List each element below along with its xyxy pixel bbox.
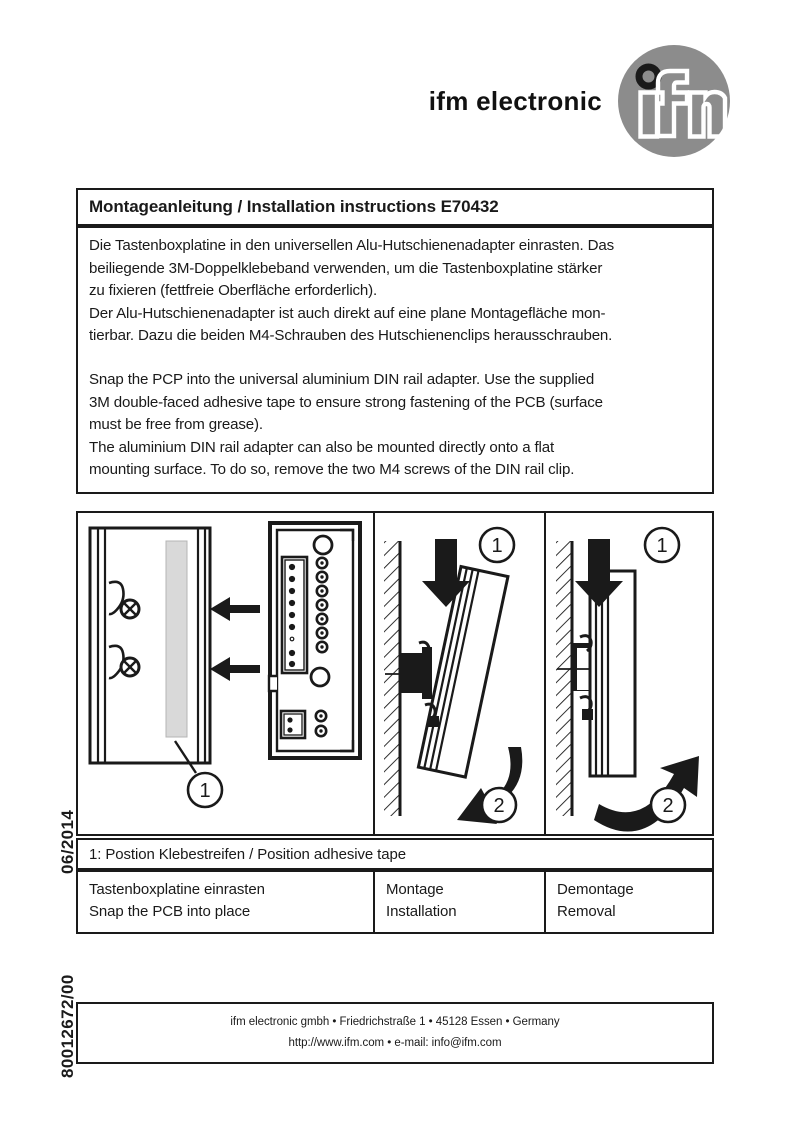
german-line-5: tierbar. Dazu die beiden M4-Schrauben de… [89,327,613,345]
legend-removal-de: Demontage [557,881,634,898]
step-marker-2: 2 [649,786,687,824]
legend-installation-de: Montage [386,881,444,898]
installation-panel: 1 2 [375,513,546,834]
pcb-board [267,521,362,760]
tilted-device [416,564,510,779]
german-line-1: Die Tastenboxplatine in den universellen… [89,237,615,254]
page-title: Montageanleitung / Installation instruct… [89,197,499,216]
english-line-1: Snap the PCP into the universal aluminiu… [89,370,595,388]
callout-note-box: 1: Postion Klebestreifen / Position adhe… [76,838,714,870]
installation-illustration: 1 2 [384,526,523,824]
footer-address: ifm electronic gmbh • Friedrichstraße 1 … [230,1016,560,1028]
legend-snap-en: Snap the PCB into place [89,903,251,920]
removal-illustration: 1 2 [556,526,699,832]
clip-foot [582,709,593,720]
page-header: ifm electronic [0,40,802,170]
english-line-5: mounting surface. To do so, remove the t… [89,461,575,479]
ifm-logo-icon [618,45,730,157]
assembly-arrow-upper [210,597,260,621]
legend-cell-snap: Tastenboxplatine einrasten Snap the PCB … [78,872,375,932]
m4-screw-upper [119,598,141,620]
svg-text:1: 1 [199,780,210,802]
mounting-wall [556,541,574,816]
clip-foot [428,716,439,727]
press-down-arrow [422,539,470,607]
legend-removal-en: Removal [557,903,616,920]
legend-snap-de: Tastenboxplatine einrasten [89,881,265,898]
footer-contact: http://www.ifm.com • e-mail: info@ifm.co… [288,1037,502,1049]
pcb-via-column [315,556,329,654]
step-marker-1: 1 [478,526,516,564]
english-line-2: 3M double-faced adhesive tape to ensure … [89,393,603,411]
din-rail-profile [385,647,432,699]
german-line-3: zu fixieren (fettfreie Oberfläche erford… [89,282,378,300]
margin-document-code: 80012672/00 [58,974,77,1078]
ifm-logo-glyph [635,63,728,139]
removal-panel: 1 2 [546,513,712,834]
svg-text:2: 2 [662,795,673,817]
m4-screw-lower [119,656,141,678]
instruction-text-box: Die Tastenboxplatine in den universellen… [76,226,714,494]
document-title-box: Montageanleitung / Installation instruct… [76,188,714,226]
svg-text:1: 1 [491,535,502,557]
legend-cell-removal: Demontage Removal [546,872,712,932]
snap-pcb-illustration: 1 [88,521,362,809]
callout-note-text: 1: Postion Klebestreifen / Position adhe… [89,845,406,863]
assembly-arrow-lower [210,657,260,681]
snap-pcb-panel: 1 [78,513,375,834]
step-marker-1: 1 [643,526,681,564]
english-line-4: The aluminium DIN rail adapter can also … [89,438,555,456]
footer-box: ifm electronic gmbh • Friedrichstraße 1 … [76,1002,714,1064]
rotate-arrow [457,747,523,824]
legend-table: Tastenboxplatine einrasten Snap the PCB … [76,870,714,934]
press-down-arrow [575,539,623,607]
legend-cell-installation: Montage Installation [375,872,546,932]
margin-date: 06/2014 [58,809,77,874]
callout-marker-1: 1 [173,740,224,809]
step-marker-2: 2 [480,786,518,824]
svg-text:2: 2 [493,795,504,817]
paragraph-spacer [89,348,700,369]
brand-name: ifm electronic [428,86,602,116]
legend-installation-en: Installation [386,903,457,920]
lift-arrow [594,756,699,832]
diagram-box: 1 [76,511,714,836]
german-line-2: beiliegende 3M-Doppelklebeband verwenden… [89,259,603,277]
din-rail-adapter [88,526,212,765]
german-line-4: Der Alu-Hutschienenadapter ist auch dire… [89,304,606,322]
english-line-3: must be free from grease). [89,416,263,434]
mounting-wall [384,541,402,816]
svg-text:1: 1 [656,535,667,557]
